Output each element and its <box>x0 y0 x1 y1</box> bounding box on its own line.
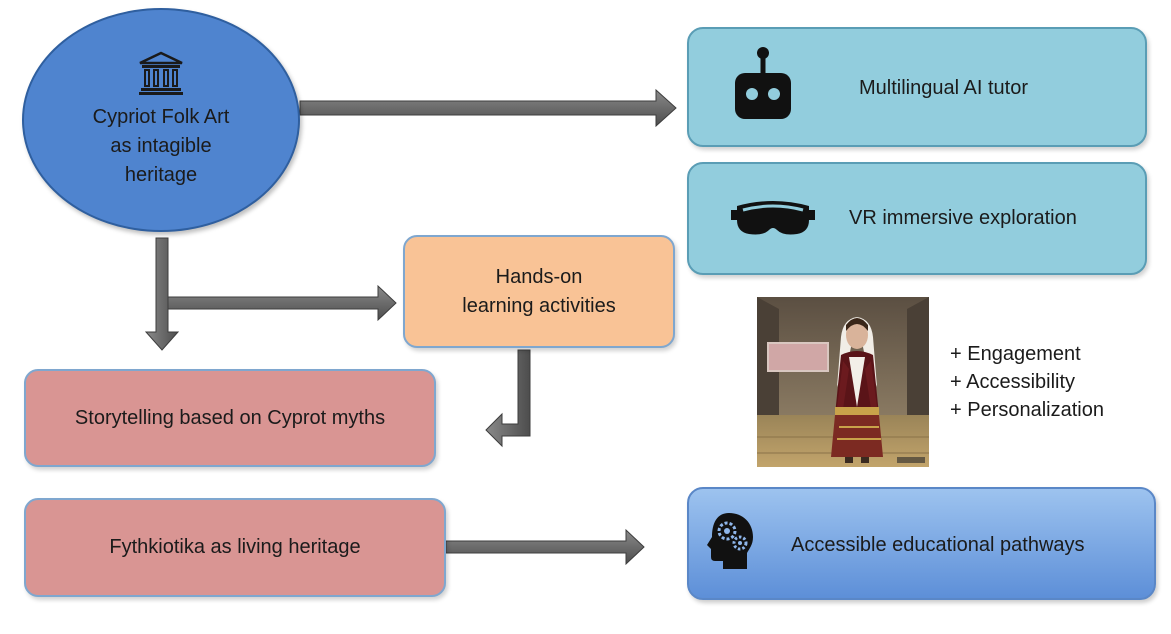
head-gears-icon <box>707 513 753 569</box>
fythkiotika-label: Fythkiotika as living heritage <box>109 536 361 558</box>
folk-art-line-2: as intagible <box>110 134 212 157</box>
node-fythkiotika: Fythkiotika as living heritage <box>24 498 446 597</box>
node-hands-on: Hands-on learning activities <box>403 235 675 348</box>
hands-on-line-2: learning activities <box>462 294 616 317</box>
storytelling-label: Storytelling based on Cyprot myths <box>74 406 386 429</box>
arrow-folkart-to-storytelling <box>144 237 180 351</box>
pathways-label: Accessible educational pathways <box>791 534 1085 556</box>
vr-headset-icon <box>731 201 815 235</box>
arrow-folkart-to-hands-on <box>167 284 397 322</box>
benefit-personalization: + Personalization <box>950 399 1104 421</box>
benefit-engagement: + Engagement <box>950 343 1081 365</box>
hands-on-line-1: Hands-on <box>495 265 583 288</box>
ai-tutor-label: Multilingual AI tutor <box>859 77 1028 99</box>
folk-art-line-3: heritage <box>124 163 198 186</box>
traditional-costume-photo <box>757 297 929 467</box>
node-vr-exploration: VR immersive exploration <box>687 162 1147 275</box>
arrow-fythkiotika-to-pathways <box>445 528 645 566</box>
node-cypriot-folk-art: Cypriot Folk Art as intagible heritage <box>22 8 300 232</box>
arrow-folkart-to-ai-tutor <box>299 88 677 128</box>
museum-icon <box>139 51 183 95</box>
node-ai-tutor: Multilingual AI tutor <box>687 27 1147 147</box>
benefits-list: + Engagement + Accessibility + Personali… <box>950 340 1104 424</box>
arrow-hands-on-to-storytelling <box>485 349 531 448</box>
node-storytelling: Storytelling based on Cyprot myths <box>24 369 436 467</box>
vr-label: VR immersive exploration <box>849 207 1077 229</box>
benefit-accessibility: + Accessibility <box>950 371 1076 393</box>
node-accessible-pathways: Accessible educational pathways <box>687 487 1156 600</box>
robot-icon <box>735 47 791 119</box>
folk-art-line-1: Cypriot Folk Art <box>92 105 230 128</box>
